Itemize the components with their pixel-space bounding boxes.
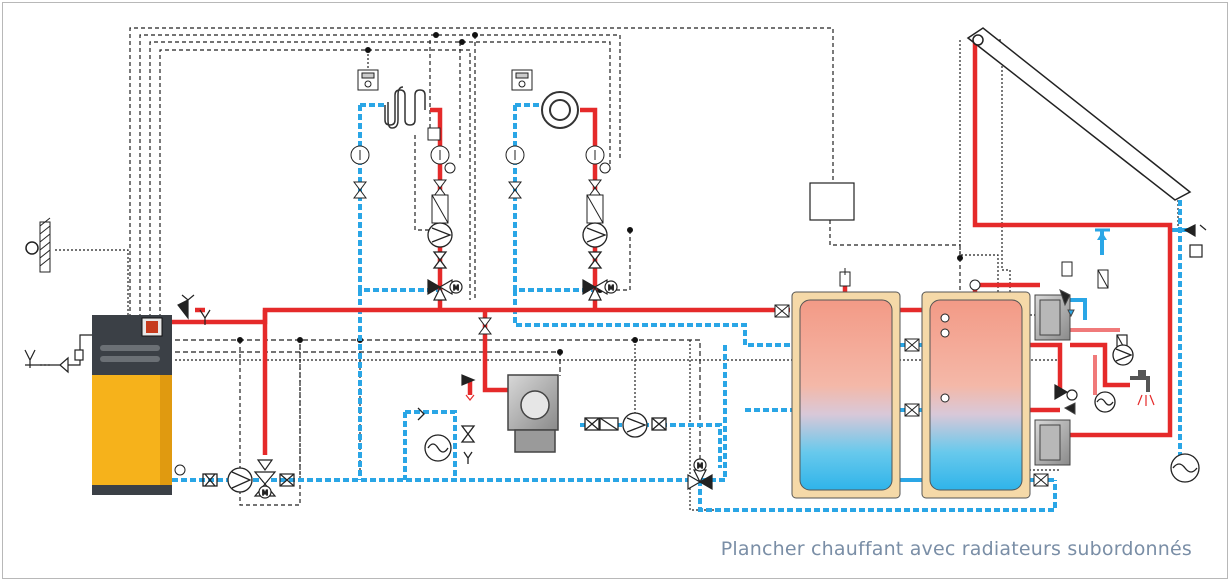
- svg-text:M: M: [697, 462, 703, 470]
- room-thermostat-radiator: [511, 69, 533, 91]
- hot-pipes-light: [1070, 328, 1120, 395]
- tank-isolation-valves: [774, 304, 1049, 487]
- solar-collector: [966, 27, 1192, 201]
- solar-expansion-vessel: [1170, 453, 1200, 483]
- solar-pump-station-top: [1034, 289, 1075, 341]
- buffer-tank: [791, 268, 901, 499]
- dhw-expansion-vessel: [1094, 391, 1116, 413]
- mixing-valve-boiler: M: [253, 459, 295, 499]
- cold-return-pipes: [172, 103, 1195, 512]
- mixing-valve-floor: M: [427, 278, 463, 301]
- domestic-hot-water-tap: [1130, 370, 1155, 406]
- tank-sensors: [940, 313, 950, 403]
- thermometer-floor-flow: [430, 145, 456, 174]
- valve-wood-boiler: [478, 317, 492, 335]
- pump-boiler: [202, 467, 253, 493]
- return-sensor: [174, 464, 186, 476]
- solar-pump-station-bottom: [1034, 402, 1076, 466]
- wood-boiler: [507, 374, 559, 453]
- pump-floor: [427, 222, 453, 269]
- svg-text:M: M: [608, 284, 614, 292]
- pump-radiator: [582, 222, 608, 269]
- outdoor-sensor: [25, 217, 51, 273]
- dhw-pump: [1112, 344, 1134, 366]
- cold-inlet-arrow: [1097, 232, 1107, 240]
- thermometer-floor-return: [350, 145, 370, 165]
- svg-text:M: M: [453, 284, 459, 292]
- solar-air-vent: [1183, 224, 1207, 258]
- pump-wood: [584, 412, 667, 438]
- expansion-vessel: [417, 407, 476, 464]
- valve-floor-return: [353, 181, 367, 199]
- svg-text:M: M: [262, 489, 268, 497]
- solar-controller: [809, 182, 855, 221]
- thermometer-radiator-return: [505, 145, 525, 165]
- solar-storage-tank: [921, 279, 1031, 499]
- mixing-valve-return: M: [687, 458, 713, 491]
- safety-valve-boiler: [177, 294, 211, 325]
- mixing-valve-radiator: M: [582, 278, 618, 301]
- boiler-inlet: [24, 334, 92, 374]
- room-thermostat-floor: [357, 69, 379, 91]
- floor-limit-sensor: [427, 127, 441, 141]
- valve-radiator-return: [508, 181, 522, 199]
- valve-radiator-flow: [586, 179, 604, 224]
- solar-return-valve: [1054, 383, 1078, 401]
- solar-flow-meter-mark: [1097, 269, 1109, 289]
- solar-sensor-tank: [1061, 261, 1073, 277]
- boiler: [92, 315, 172, 495]
- thermometer-radiator-flow: [585, 145, 611, 174]
- diagram-caption: Plancher chauffant avec radiateurs subor…: [720, 538, 1192, 560]
- safety-valve-wood: [461, 374, 476, 401]
- floor-heating-loop: [384, 86, 426, 129]
- valve-floor-flow: [431, 179, 449, 224]
- radiator: [541, 91, 579, 129]
